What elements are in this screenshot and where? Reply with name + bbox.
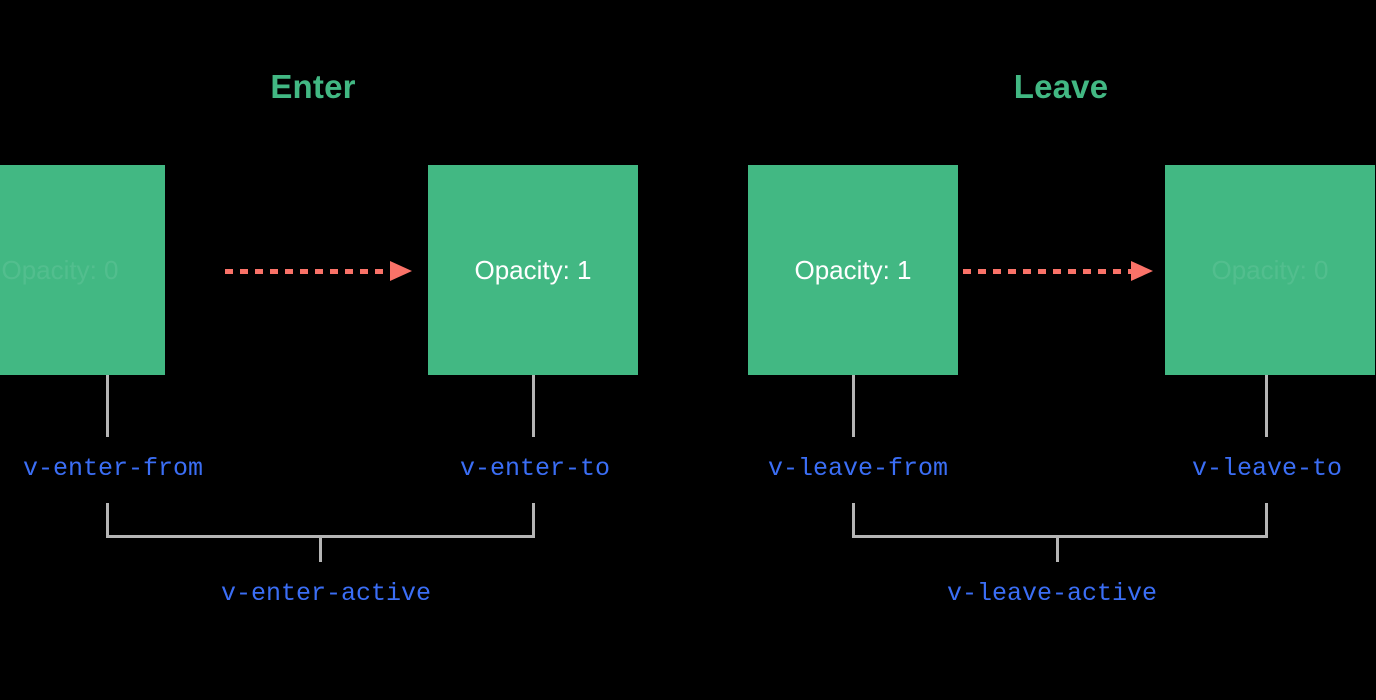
leave-bracket-right-arm	[1265, 503, 1268, 535]
enter-to-box-opacity-text: Opacity: 1	[474, 255, 592, 285]
leave-section-heading: Leave	[1013, 68, 1109, 105]
leave-bracket-left-arm	[852, 503, 855, 535]
enter-from-class-label: v-enter-from	[22, 454, 204, 483]
leave-from-box: Opacity: 1	[748, 165, 958, 375]
leave-bracket-base	[852, 535, 1268, 538]
enter-to-box: Opacity: 1	[428, 165, 638, 375]
leave-from-leader-line	[852, 375, 855, 437]
enter-to-class-label: v-enter-to	[459, 454, 611, 483]
leave-from-box-opacity-text: Opacity: 1	[794, 255, 912, 285]
enter-bracket-left-arm	[106, 503, 109, 535]
leave-to-box: Opacity: 0	[1165, 165, 1375, 375]
enter-from-box-opacity-text: Opacity: 0	[1, 255, 119, 285]
enter-from-box: Opacity: 0	[0, 165, 165, 375]
leave-to-box-opacity-text: Opacity: 0	[1211, 255, 1329, 285]
leave-active-class-label: v-leave-active	[946, 579, 1158, 608]
enter-active-class-label: v-enter-active	[220, 579, 432, 608]
enter-bracket-stem	[319, 535, 322, 562]
enter-from-leader-line	[106, 375, 109, 437]
leave-transition-arrow-icon	[963, 261, 1153, 281]
leave-bracket-stem	[1056, 535, 1059, 562]
leave-from-class-label: v-leave-from	[767, 454, 949, 483]
leave-to-leader-line	[1265, 375, 1268, 437]
enter-bracket-right-arm	[532, 503, 535, 535]
enter-section-heading: Enter	[270, 68, 356, 105]
leave-to-class-label: v-leave-to	[1191, 454, 1343, 483]
enter-transition-arrow-icon	[225, 261, 412, 281]
enter-to-leader-line	[532, 375, 535, 437]
